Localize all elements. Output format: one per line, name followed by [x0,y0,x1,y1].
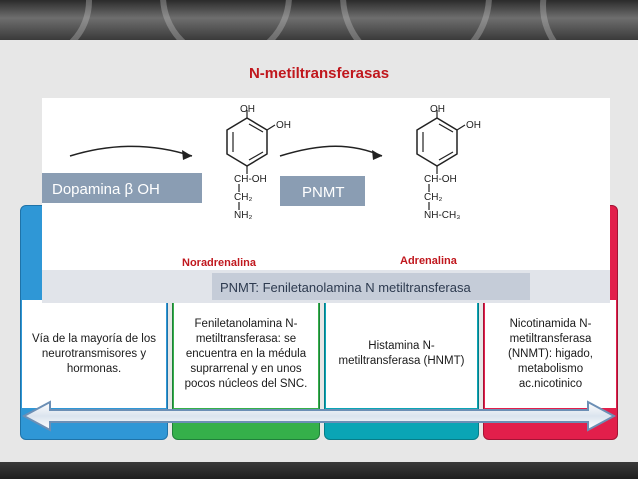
column-text-4: Nicotinamida N-metiltransferasa (NNMT): … [485,300,616,408]
mol2-chain1: CH-OH [424,174,457,185]
reaction-svg: Dopamina β OH PNMT OH OH CH-OH CH₂ NH₂ N… [42,104,610,303]
reaction-scheme: Dopamina β OH PNMT OH OH CH-OH CH₂ NH₂ N… [42,98,610,303]
enzyme-box-2 [280,176,365,206]
mol1-chain1: CH-OH [234,174,267,185]
mol2-oh-top: OH [430,104,445,115]
enzyme-label-2: PNMT [302,184,345,201]
molecule-adrenalina [416,110,466,210]
column-text-1-label: Vía de la mayoría de los neurotransmisor… [31,332,156,375]
mol2-oh-side: OH [466,120,481,131]
molecule-noradrenalina [226,110,276,210]
column-text-2: Feniletanolamina N-metiltransferasa: se … [174,300,318,408]
decorative-wheel [340,0,492,40]
footer-band [0,462,638,479]
double-arrow [20,396,618,436]
banner-box [212,273,530,300]
mol1-oh-top: OH [240,104,255,115]
decorative-wheel [160,0,292,40]
enzyme-label-1: Dopamina β OH [52,181,160,198]
enzyme-box-1 [42,173,202,203]
mol2-chain3: NH-CH₃ [424,210,460,221]
column-text-3-label: Histamina N-metiltransferasa (HNMT) [338,340,465,367]
mol2-chain2: CH₂ [424,192,442,203]
column-text-3: Histamina N-metiltransferasa (HNMT) [326,300,477,408]
banner-text: PNMT: Feniletanolamina N metiltransferas… [220,280,471,295]
mol1-oh-side: OH [276,120,291,131]
column-text-1: Vía de la mayoría de los neurotransmisor… [22,300,166,408]
decorative-wheel [0,0,92,40]
mol1-chain3: NH₂ [234,210,252,221]
arrow-2 [279,145,383,160]
mol1-name: Noradrenalina [182,257,257,269]
column-text-4-label: Nicotinamida N-metiltransferasa (NNMT): … [508,317,593,390]
page-title: N-metiltransferasas [248,65,390,82]
header-band [0,0,638,40]
column-text-2-label: Feniletanolamina N-metiltransferasa: se … [184,317,308,390]
mol2-name: Adrenalina [400,255,458,267]
mol1-chain2: CH₂ [234,192,252,203]
decorative-wheel [540,0,638,40]
arrow-1 [69,145,193,160]
